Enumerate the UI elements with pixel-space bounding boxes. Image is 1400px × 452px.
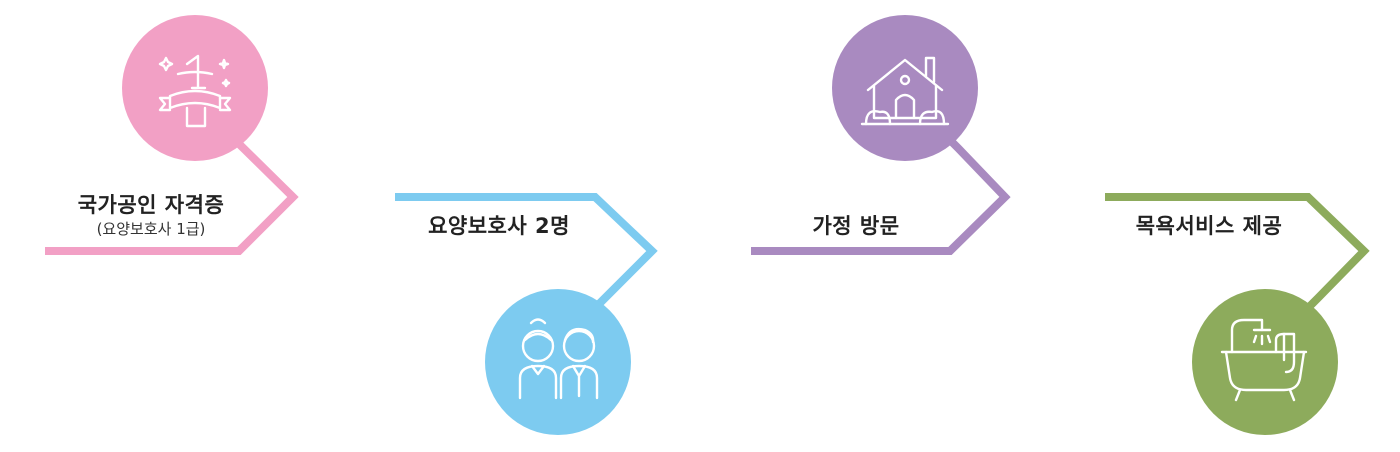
bathtub-icon (1220, 318, 1308, 402)
step-label-4: 목욕서비스 제공 (1135, 214, 1283, 238)
house-icon (860, 56, 950, 126)
step-label-3: 가정 방문 (812, 214, 900, 238)
step-circle-2 (485, 289, 631, 435)
step-sublabel-1: (요양보호사 1급) (96, 220, 206, 238)
connector-line-2 (395, 193, 658, 316)
number-one-ribbon-icon (158, 54, 232, 128)
caregivers-couple-icon (518, 318, 599, 400)
step-label-1: 국가공인 자격증 (77, 193, 225, 217)
step-label-2: 요양보호사 2명 (428, 214, 570, 238)
step-circle-4 (1192, 289, 1338, 435)
step-circle-3 (832, 15, 978, 161)
